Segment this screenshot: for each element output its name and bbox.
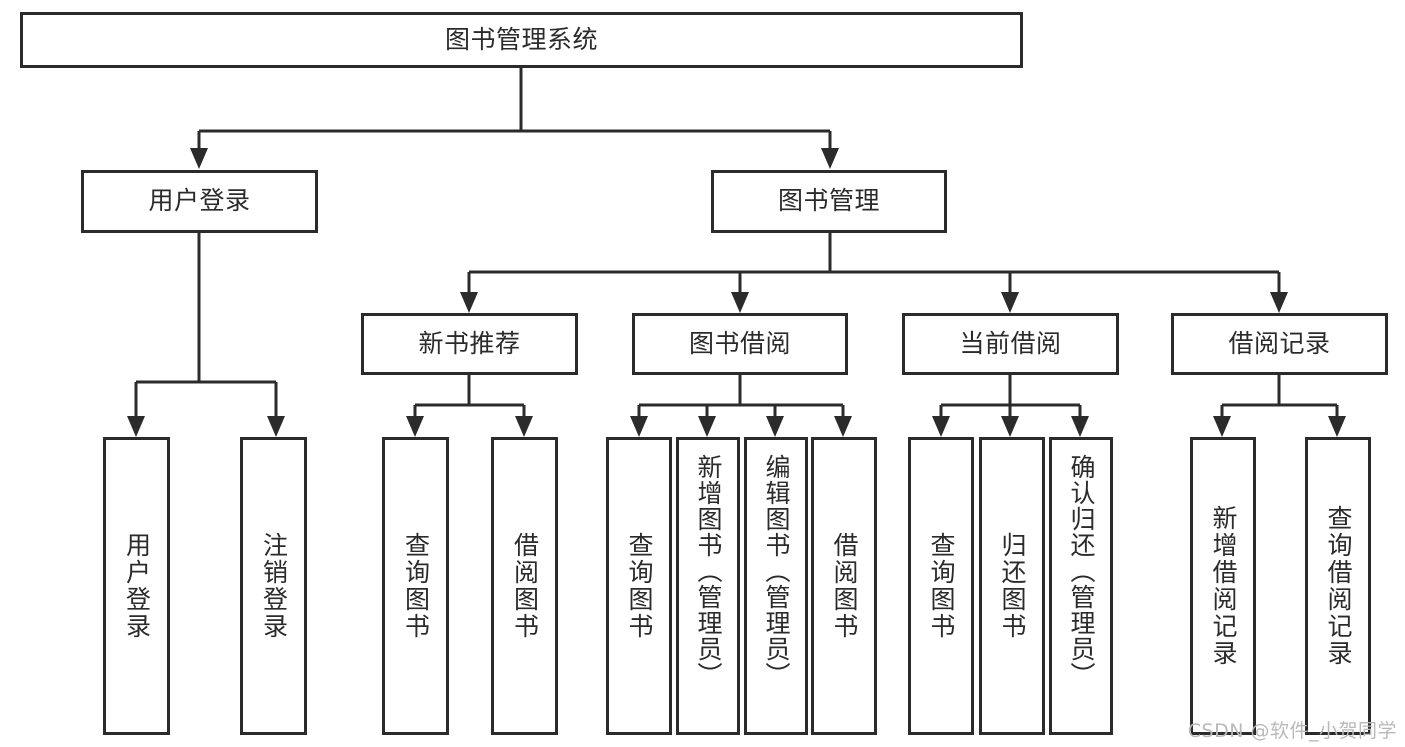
node-label: 借阅图书 (510, 532, 540, 640)
node-label: 编辑图书（管理员） (762, 454, 791, 688)
node-label: 借阅记录 (1228, 328, 1331, 358)
arrow-head-leaf-confirm-return (1071, 416, 1089, 437)
arrow-head-leaf-query-book-3 (932, 416, 950, 437)
node-user-login[interactable]: 用户登录 (81, 170, 318, 233)
arrow-head-leaf-add-record (1213, 416, 1231, 437)
arrow-head-leaf-user-login (127, 416, 145, 437)
node-label: 新增借阅记录 (1209, 505, 1238, 667)
leaf-node-query-book-3[interactable]: 查询图书 (908, 437, 974, 735)
arrow-head-leaf-query-record (1328, 416, 1346, 437)
node-label: 新增图书（管理员） (694, 454, 723, 688)
arrow-head-leaf-edit-book (766, 416, 784, 437)
node-label: 查询图书 (401, 532, 431, 640)
arrow-head-user-login (190, 148, 208, 169)
arrow-head-leaf-borrow-book-1 (515, 416, 533, 437)
node-book-management[interactable]: 图书管理 (711, 170, 947, 233)
node-label: 借阅图书 (830, 532, 859, 640)
leaf-node-confirm-return[interactable]: 确认归还（管理员） (1049, 437, 1113, 735)
node-label: 确认归还（管理员） (1067, 454, 1096, 688)
node-label: 查询借阅记录 (1324, 505, 1353, 667)
node-label: 图书管理 (777, 186, 880, 216)
leaf-node-edit-book[interactable]: 编辑图书（管理员） (744, 437, 808, 735)
leaf-node-logout-login[interactable]: 注销登录 (240, 437, 307, 735)
node-label: 当前借阅 (959, 328, 1062, 358)
node-label: 归还图书 (998, 532, 1027, 640)
node-book-borrow[interactable]: 图书借阅 (632, 313, 848, 375)
leaf-node-add-book[interactable]: 新增图书（管理员） (676, 437, 740, 735)
node-label: 新书推荐 (418, 328, 521, 358)
node-root-book-management-system[interactable]: 图书管理系统 (20, 12, 1023, 68)
arrow-head-leaf-return-book (1001, 416, 1019, 437)
csdn-watermark: CSDN @软件_小贺同学 (1187, 720, 1397, 742)
leaf-node-borrow-book-2[interactable]: 借阅图书 (811, 437, 877, 735)
node-label: 查询图书 (927, 532, 956, 640)
arrow-head-leaf-query-book-1 (406, 416, 424, 437)
leaf-node-query-record[interactable]: 查询借阅记录 (1305, 437, 1371, 735)
node-current-borrow[interactable]: 当前借阅 (902, 313, 1119, 375)
node-label: 图书管理系统 (444, 24, 598, 54)
leaf-node-return-book[interactable]: 归还图书 (979, 437, 1045, 735)
node-label: 用户登录 (122, 532, 152, 640)
arrow-head-new-book-recommend (460, 292, 478, 313)
leaf-node-add-record[interactable]: 新增借阅记录 (1190, 437, 1256, 735)
node-label: 图书借阅 (688, 328, 791, 358)
node-label: 注销登录 (259, 532, 289, 640)
node-label: 用户登录 (148, 186, 251, 216)
arrow-head-borrow-record (1270, 292, 1288, 313)
leaf-node-query-book-1[interactable]: 查询图书 (382, 437, 449, 735)
node-label: 查询图书 (625, 532, 654, 640)
arrow-head-current-borrow (1001, 292, 1019, 313)
node-new-book-recommend[interactable]: 新书推荐 (361, 313, 578, 375)
arrow-head-leaf-logout-login (267, 416, 285, 437)
arrow-head-book-management (821, 148, 839, 169)
leaf-node-query-book-2[interactable]: 查询图书 (606, 437, 672, 735)
arrow-head-leaf-borrow-book-2 (834, 416, 852, 437)
arrow-head-leaf-add-book (698, 416, 716, 437)
leaf-node-user-login[interactable]: 用户登录 (103, 437, 170, 735)
node-borrow-record[interactable]: 借阅记录 (1171, 313, 1388, 375)
arrow-head-leaf-query-book-2 (630, 416, 648, 437)
leaf-node-borrow-book-1[interactable]: 借阅图书 (491, 437, 558, 735)
arrow-head-book-borrow (731, 292, 749, 313)
